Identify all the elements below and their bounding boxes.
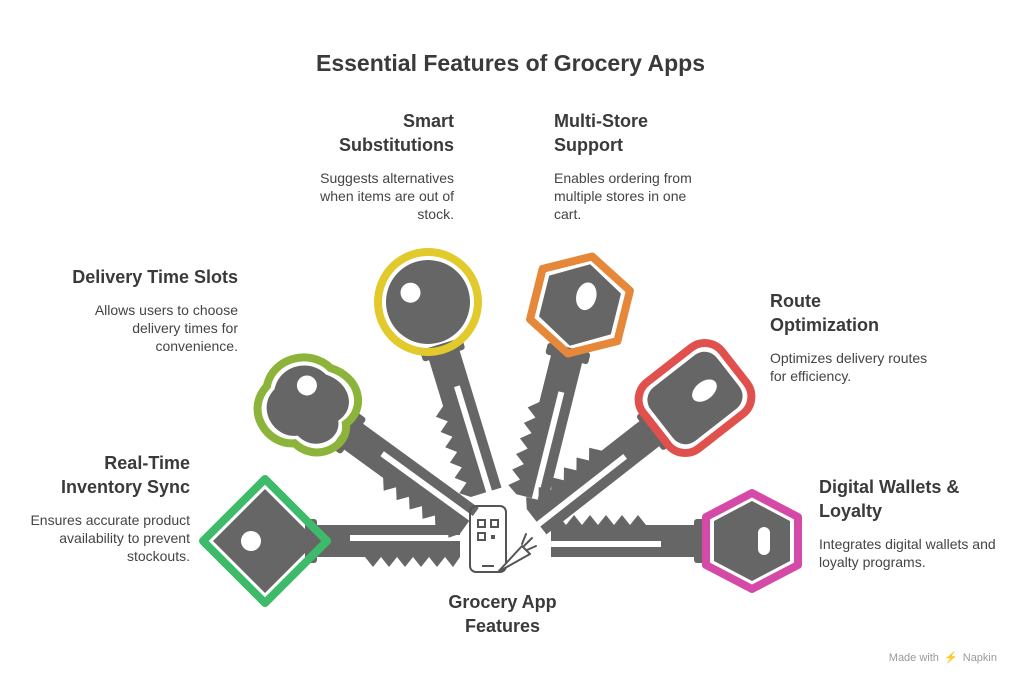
key-inventory <box>199 475 460 607</box>
feature-substitutions-description: Suggests alternatives when items are out… <box>320 170 454 222</box>
feature-wallets-title: Digital Wallets & Loyalty <box>819 477 960 521</box>
feature-inventory: Real-Time Inventory Sync Ensures accurat… <box>20 451 190 565</box>
key-substitutions <box>374 248 508 500</box>
feature-delivery: Delivery Time Slots Allows users to choo… <box>70 265 238 355</box>
phone-carrot-icon <box>469 505 537 573</box>
key-multistore <box>506 252 634 504</box>
feature-route-description: Optimizes delivery routes for efficiency… <box>770 350 928 384</box>
center-label: Grocery App Features <box>448 592 557 636</box>
credit-prefix: Made with <box>888 652 939 664</box>
feature-wallets-description: Integrates digital wallets and loyalty p… <box>819 536 996 570</box>
feature-inventory-title: Real-Time Inventory Sync <box>60 453 190 497</box>
napkin-logo-icon: ⚡ <box>943 652 958 664</box>
feature-route-title: Route Optimization <box>770 291 879 335</box>
feature-multistore-title: Multi-Store Support <box>554 111 648 155</box>
feature-route: Route Optimization Optimizes delivery ro… <box>770 289 930 385</box>
feature-inventory-description: Ensures accurate product availability to… <box>30 512 190 564</box>
credit-brand: Napkin <box>962 652 997 664</box>
feature-multistore: Multi-Store Support Enables ordering fro… <box>554 109 714 223</box>
feature-delivery-title: Delivery Time Slots <box>72 267 238 287</box>
feature-substitutions-title: Smart Substitutions <box>339 111 454 155</box>
key-wallets <box>551 489 802 593</box>
diagram-title: Essential Features of Grocery Apps <box>315 50 705 76</box>
feature-delivery-description: Allows users to choose delivery times fo… <box>94 302 238 354</box>
feature-multistore-description: Enables ordering from multiple stores in… <box>554 170 692 222</box>
key-route <box>520 339 756 540</box>
feature-substitutions: Smart Substitutions Suggests alternative… <box>300 109 454 223</box>
made-with-credit[interactable]: Made with ⚡ Napkin <box>889 651 997 664</box>
feature-wallets: Digital Wallets & Loyalty Integrates dig… <box>819 475 999 571</box>
key-delivery <box>253 353 483 542</box>
